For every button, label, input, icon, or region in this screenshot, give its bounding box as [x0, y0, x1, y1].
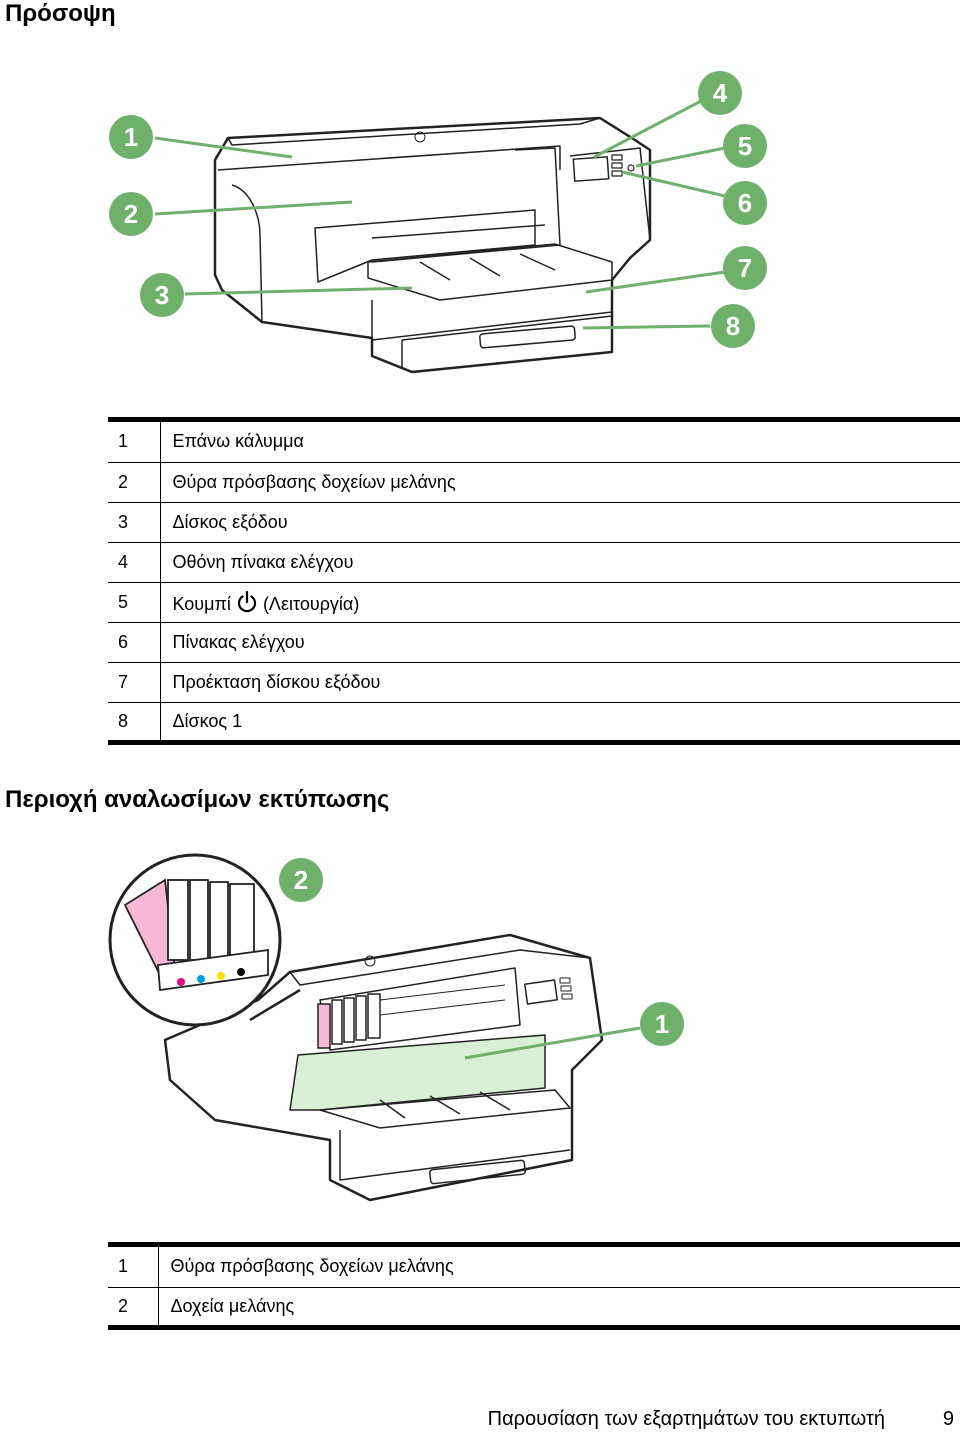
callout-number: 1 — [655, 1009, 669, 1039]
table-rule — [108, 1242, 960, 1247]
callout-marker — [711, 304, 755, 348]
row-number: 3 — [108, 502, 161, 543]
callout-marker — [640, 1002, 684, 1046]
row-number: 1 — [108, 1247, 159, 1288]
table-rule — [108, 417, 960, 422]
callout-marker — [109, 192, 153, 236]
row-label: Θύρα πρόσβασης δοχείων μελάνης — [158, 1247, 960, 1288]
row-label: Θύρα πρόσβασης δοχείων μελάνης — [160, 462, 960, 503]
callout-number: 2 — [124, 199, 138, 229]
row-label: Πίνακας ελέγχου — [160, 622, 960, 663]
callout-number: 8 — [726, 311, 740, 341]
row-label: Κουμπί (Λειτουργία) — [160, 582, 960, 623]
row-label: Προέκταση δίσκου εξόδου — [160, 662, 960, 703]
row-label: Δίσκος 1 — [160, 702, 960, 745]
row-number: 8 — [108, 702, 161, 745]
callout-number: 2 — [294, 865, 308, 895]
callout-number: 6 — [738, 188, 752, 218]
callout-number: 5 — [738, 131, 752, 161]
callout-marker — [723, 124, 767, 168]
callout-marker — [109, 115, 153, 159]
row-label: Δίσκος εξόδου — [160, 502, 960, 543]
row-label: Επάνω κάλυμμα — [160, 422, 960, 463]
row-number: 5 — [108, 582, 161, 623]
row-number: 6 — [108, 622, 161, 663]
footer-title: Παρουσίαση των εξαρτημάτων του εκτυπωτή — [487, 1408, 885, 1430]
callout-number: 1 — [124, 122, 138, 152]
row-number: 2 — [108, 462, 161, 503]
callout-marker — [723, 181, 767, 225]
page-number: 9 — [942, 1408, 954, 1430]
callout-number: 3 — [155, 280, 169, 310]
callout-number: 4 — [713, 78, 728, 108]
row-number: 1 — [108, 422, 161, 463]
callout-number: 7 — [738, 253, 752, 283]
row-label: Δοχεία μελάνης — [158, 1287, 960, 1330]
row-label: Οθόνη πίνακα ελέγχου — [160, 542, 960, 583]
callout-marker — [140, 273, 184, 317]
power-icon — [237, 590, 256, 612]
row-number: 2 — [108, 1287, 159, 1330]
printer-supplies-illustration: 2 1 — [108, 853, 684, 1202]
callout-marker — [279, 858, 323, 902]
power-button-label: Κουμπί — [172, 593, 231, 614]
callout-marker — [723, 246, 767, 290]
section-heading-front: Πρόσοψη — [5, 0, 116, 27]
table-row: 5 Κουμπί (Λειτουργία) — [108, 582, 960, 623]
section-heading-supplies: Περιοχή αναλωσίμων εκτύπωσης — [5, 786, 390, 813]
row-number: 4 — [108, 542, 161, 583]
row-number: 7 — [108, 662, 161, 703]
printer-front-illustration: 1 2 3 4 5 6 7 8 — [109, 71, 767, 374]
page-footer: Παρουσίαση των εξαρτημάτων του εκτυπωτή … — [0, 1408, 960, 1435]
power-button-suffix: (Λειτουργία) — [262, 593, 360, 614]
callout-marker — [698, 71, 742, 115]
